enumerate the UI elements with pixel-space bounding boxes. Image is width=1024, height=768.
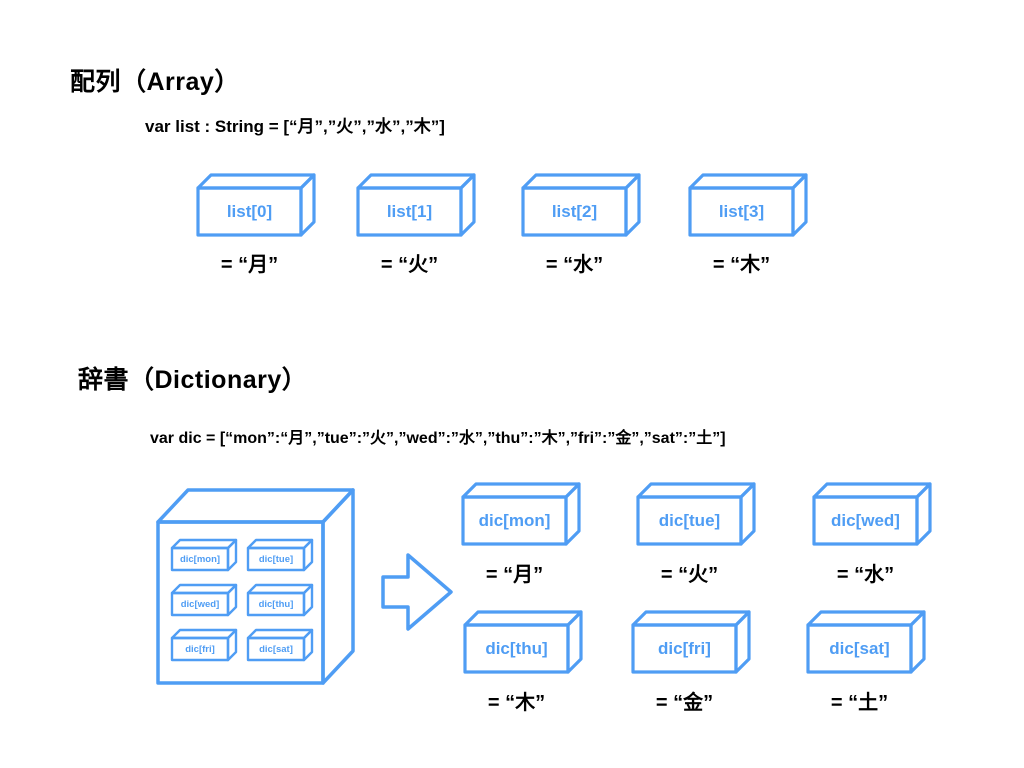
container-box-sat-label: dic[sat] <box>259 643 293 655</box>
array-box-1-value: = “火” <box>380 254 439 276</box>
right-arrow-icon <box>381 553 453 631</box>
dict-box-fri: dic[fri] <box>631 610 751 674</box>
container-box-sat: dic[sat] <box>246 628 314 662</box>
dict-box-tue-label: dic[tue] <box>658 510 721 530</box>
container-box-fri: dic[fri] <box>170 628 238 662</box>
dict-box-wed-label: dic[wed] <box>831 510 900 530</box>
dict-box-sat-label: dic[sat] <box>829 638 890 658</box>
dict-box-mon: dic[mon] <box>461 482 581 546</box>
array-box-0-label: list[0] <box>226 201 273 221</box>
container-box-tue: dic[tue] <box>246 538 314 572</box>
dict-box-sat-value: = “土” <box>830 692 889 714</box>
dict-box-thu: dic[thu] <box>463 610 583 674</box>
dictionary-section-title: 辞書（Dictionary） <box>78 366 308 394</box>
dict-box-mon-value: = “月” <box>485 564 544 586</box>
array-box-0-value: = “月” <box>220 254 279 276</box>
array-box-3-value: = “木” <box>712 254 771 276</box>
dictionary-container-box-icon <box>156 488 355 685</box>
array-box-3: list[3] <box>688 173 808 237</box>
array-box-1-label: list[1] <box>386 201 433 221</box>
dict-box-tue: dic[tue] <box>636 482 756 546</box>
dict-box-wed-value: = “水” <box>836 564 895 586</box>
container-box-mon: dic[mon] <box>170 538 238 572</box>
array-section-title: 配列（Array） <box>70 68 240 96</box>
dict-box-thu-label: dic[thu] <box>485 638 548 658</box>
array-box-2: list[2] <box>521 173 641 237</box>
container-box-wed: dic[wed] <box>170 583 238 617</box>
array-box-3-label: list[3] <box>718 201 765 221</box>
array-box-2-value: = “水” <box>545 254 604 276</box>
dict-box-fri-label: dic[fri] <box>658 638 711 658</box>
array-box-1: list[1] <box>356 173 476 237</box>
dict-box-thu-value: = “木” <box>487 692 546 714</box>
container-box-thu-label: dic[thu] <box>258 598 294 610</box>
container-box-fri-label: dic[fri] <box>185 643 215 655</box>
dict-box-mon-label: dic[mon] <box>478 510 551 530</box>
array-code-line: var list : String = [“月”,”火”,”水”,”木”] <box>145 117 445 136</box>
container-box-mon-label: dic[mon] <box>179 553 221 565</box>
dict-box-tue-value: = “火” <box>660 564 719 586</box>
dict-box-sat: dic[sat] <box>806 610 926 674</box>
dict-box-wed: dic[wed] <box>812 482 932 546</box>
dict-box-fri-value: = “金” <box>655 692 714 714</box>
container-box-tue-label: dic[tue] <box>258 553 294 565</box>
container-box-thu: dic[thu] <box>246 583 314 617</box>
array-box-0: list[0] <box>196 173 316 237</box>
container-box-wed-label: dic[wed] <box>180 598 220 610</box>
array-box-2-label: list[2] <box>551 201 598 221</box>
dictionary-code-line: var dic = [“mon”:“月”,”tue”:”火”,”wed”:”水”… <box>150 430 726 447</box>
